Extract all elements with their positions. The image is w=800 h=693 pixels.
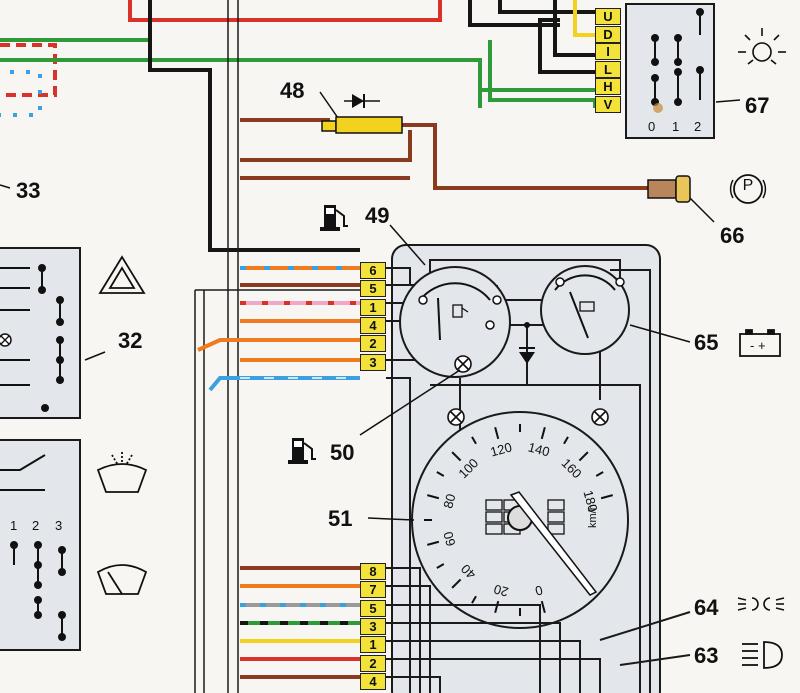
top-left-wires bbox=[0, 0, 560, 252]
speedo-needle bbox=[509, 491, 598, 596]
wiper-switch-contacts bbox=[0, 454, 66, 641]
leader-lines bbox=[0, 99, 741, 521]
panel-lamp-left bbox=[447, 408, 465, 426]
connector-pin-top-3: 4 bbox=[360, 316, 386, 334]
hazard-triangle-icon bbox=[98, 255, 146, 294]
switch67-pos-0: 0 bbox=[648, 119, 655, 134]
speedo-tick bbox=[427, 540, 440, 546]
connector-pin-bottom-6: 4 bbox=[360, 672, 386, 690]
speedo-label-20: 20 bbox=[492, 581, 510, 599]
odometer-digits bbox=[485, 499, 565, 535]
speedo-tick bbox=[436, 471, 445, 477]
speedo-label-120: 120 bbox=[489, 439, 514, 459]
connector-pin-bottom-1: 7 bbox=[360, 581, 386, 599]
battery-icon-gauge bbox=[579, 301, 595, 312]
label-63: 63 bbox=[694, 643, 719, 668]
speedo-tick bbox=[600, 494, 613, 500]
label-65: 65 bbox=[694, 330, 719, 355]
wiper-pos-1: 1 bbox=[10, 518, 17, 533]
label-51: 51 bbox=[328, 506, 353, 531]
switch67-pin-2: I bbox=[595, 43, 621, 60]
parking-brake-icon bbox=[733, 174, 763, 204]
speedo-label-140: 140 bbox=[526, 439, 551, 459]
wiper-pos-2: 2 bbox=[32, 518, 39, 533]
speedo-tick bbox=[494, 600, 500, 613]
speedo-tick bbox=[540, 600, 546, 613]
fuel-pump-icon-gauge bbox=[452, 304, 469, 318]
connector-pin-bottom-3: 3 bbox=[360, 617, 386, 635]
panel-diode bbox=[519, 322, 535, 364]
speedo-tick bbox=[451, 451, 462, 462]
connector-pin-top-0: 6 bbox=[360, 262, 386, 279]
switch67-wires bbox=[240, 0, 660, 190]
diode-48 bbox=[319, 91, 403, 134]
label-49: 49 bbox=[365, 203, 390, 228]
battery-signs: - + bbox=[750, 338, 766, 353]
switch67-pin-5: V bbox=[595, 95, 621, 113]
bottom-thin-wires bbox=[386, 567, 691, 693]
label-66: 66 bbox=[720, 223, 745, 248]
connector-pin-top-4: 2 bbox=[360, 335, 386, 353]
switch67-pin-1: D bbox=[595, 25, 621, 43]
fuel-pump-icon-49 bbox=[320, 205, 348, 231]
speedo-label-80: 80 bbox=[440, 492, 458, 510]
speedo-tick bbox=[540, 427, 546, 440]
connector-pin-bottom-0: 8 bbox=[360, 563, 386, 580]
connector-pin-bottom-5: 2 bbox=[360, 654, 386, 672]
connector-pin-bottom-2: 5 bbox=[360, 599, 386, 617]
label-48: 48 bbox=[280, 78, 305, 103]
label-32: 32 bbox=[118, 328, 143, 353]
connector-pin-top-2: 1 bbox=[360, 298, 386, 316]
wiper-pos-3: 3 bbox=[55, 518, 62, 533]
switch67-pin-4: H bbox=[595, 78, 621, 95]
parking-brake-letter: P bbox=[742, 177, 754, 194]
voltmeter-65 bbox=[540, 265, 630, 355]
label-50: 50 bbox=[330, 440, 355, 465]
label-64: 64 bbox=[694, 595, 719, 620]
connector-pin-bottom-4: 1 bbox=[360, 636, 386, 654]
speedo-label-180: 180 bbox=[581, 489, 601, 514]
fuel-pump-icon-50 bbox=[288, 438, 316, 464]
speedo-tick bbox=[427, 494, 440, 500]
connector-pin-top-5: 3 bbox=[360, 353, 386, 371]
connector-pin-top-1: 5 bbox=[360, 280, 386, 298]
switch67-pin-3: L bbox=[595, 60, 621, 78]
speedo-tick bbox=[471, 436, 477, 445]
speedo-tick bbox=[595, 471, 604, 477]
hazard-switch-contacts bbox=[0, 264, 64, 412]
headlight-bulb-icon bbox=[738, 28, 786, 65]
speedo-label-60: 60 bbox=[440, 530, 458, 548]
speedo-label-0: 0 bbox=[533, 582, 544, 598]
parking-brake-switch-66 bbox=[647, 174, 767, 223]
speed-unit: km/h bbox=[587, 504, 599, 528]
windshield-washer-icon bbox=[96, 452, 148, 493]
switch67-pos-2: 2 bbox=[694, 119, 701, 134]
hazard-switch-panel bbox=[0, 247, 81, 419]
speedo-tick bbox=[471, 595, 477, 604]
speedo-tick bbox=[578, 451, 589, 462]
switch67-contacts bbox=[651, 8, 704, 106]
switch67-pin-0: U bbox=[595, 8, 621, 25]
label-67: 67 bbox=[745, 93, 770, 118]
parking-lights-icon bbox=[737, 597, 785, 611]
speedo-tick bbox=[494, 427, 500, 440]
speedo-tick bbox=[451, 578, 462, 589]
high-beam-icon bbox=[742, 641, 783, 669]
battery-icon bbox=[739, 329, 781, 357]
switch67-pos-1: 1 bbox=[672, 119, 679, 134]
speedo-tick bbox=[563, 436, 569, 445]
stain bbox=[653, 103, 663, 113]
gauge-wires bbox=[197, 266, 360, 392]
panel-lamp-right bbox=[591, 408, 609, 426]
harness-tubes bbox=[194, 0, 360, 693]
speedo-tick bbox=[436, 563, 445, 569]
bottom-wires bbox=[240, 566, 360, 679]
label-33: 33 bbox=[16, 178, 41, 203]
windshield-wiper-icon bbox=[96, 564, 148, 595]
fuel-gauge-49 bbox=[399, 266, 511, 378]
